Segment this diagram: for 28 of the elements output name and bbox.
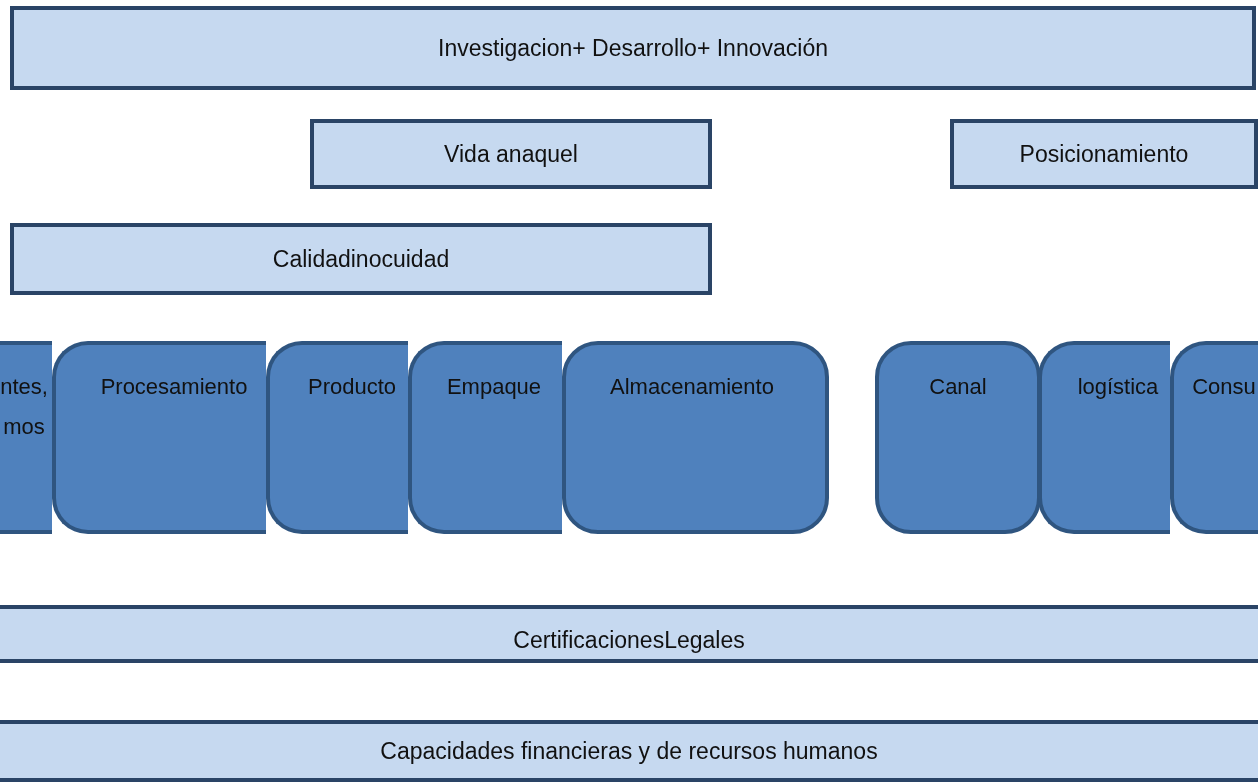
node-label: ntes, mos bbox=[0, 373, 48, 441]
node-label: Almacenamiento bbox=[609, 373, 775, 401]
band-box bbox=[950, 119, 1258, 189]
node-label: Calidadinocuidad bbox=[272, 245, 450, 273]
band-box bbox=[10, 223, 712, 295]
stage-box bbox=[0, 341, 52, 534]
node-label: Consu bbox=[1192, 373, 1256, 401]
node-label: Canal bbox=[928, 373, 988, 401]
node-label: CertificacionesLegales bbox=[513, 626, 745, 654]
stage-box bbox=[1038, 341, 1170, 534]
stage-box bbox=[562, 341, 829, 534]
band-box bbox=[10, 6, 1256, 90]
node-label: Procesamiento bbox=[99, 373, 249, 401]
node-label: Vida anaquel bbox=[444, 140, 578, 168]
band-box bbox=[0, 720, 1258, 782]
band-box bbox=[310, 119, 712, 189]
stage-box bbox=[408, 341, 562, 534]
node-label: Investigacion+ Desarrollo+ Innovación bbox=[438, 34, 828, 62]
node-label: Empaque bbox=[445, 373, 543, 401]
stage-box bbox=[52, 341, 266, 534]
stage-box bbox=[266, 341, 408, 534]
node-label: Posicionamiento bbox=[1019, 140, 1189, 168]
band-box bbox=[0, 605, 1258, 663]
node-label: logística bbox=[1076, 373, 1160, 401]
node-label: Producto bbox=[306, 373, 398, 401]
stage-box bbox=[1170, 341, 1258, 534]
node-label: Capacidades financieras y de recursos humanos bbox=[380, 737, 878, 765]
stage-box bbox=[875, 341, 1041, 534]
